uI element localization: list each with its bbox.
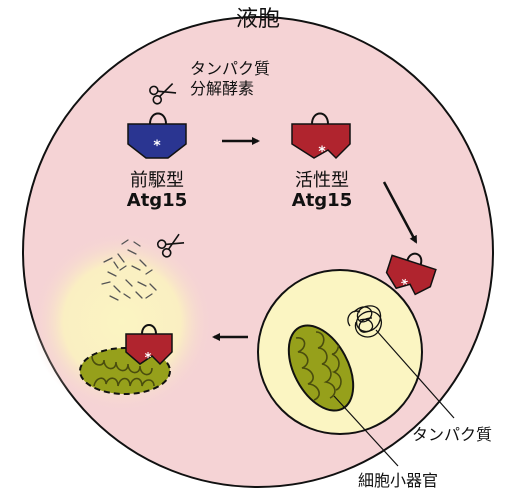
protein-label: タンパク質 [412,425,492,444]
protease-label-line2: 分解酵素 [190,79,254,98]
protein-leader-line [375,329,455,419]
vacuole-title: 液胞 [236,7,280,32]
svg-text:*: * [153,138,161,154]
svg-text:*: * [318,144,326,160]
precursor-name: Atg15 [127,190,187,211]
protease-label-line1: タンパク質 [190,59,270,78]
active-name: Atg15 [292,190,352,211]
active-label: 活性型 [295,170,349,191]
scissors-icon-degradation [156,233,185,258]
precursor-atg15-icon: * [127,112,187,159]
atg15-degrading: * [125,324,173,366]
svg-text:*: * [145,351,152,366]
active-atg15-icon: * [291,112,351,160]
organelle-label: 細胞小器官 [358,471,438,490]
svg-text:*: * [398,277,409,293]
mitochondrion [287,324,355,412]
precursor-label: 前駆型 [130,170,184,191]
organelle-leader-line [333,395,399,467]
protein-fragments [101,239,157,301]
scissors-icon [149,82,177,105]
atg15-on-vesicle: * [385,252,437,296]
entry-arrow [382,181,418,244]
